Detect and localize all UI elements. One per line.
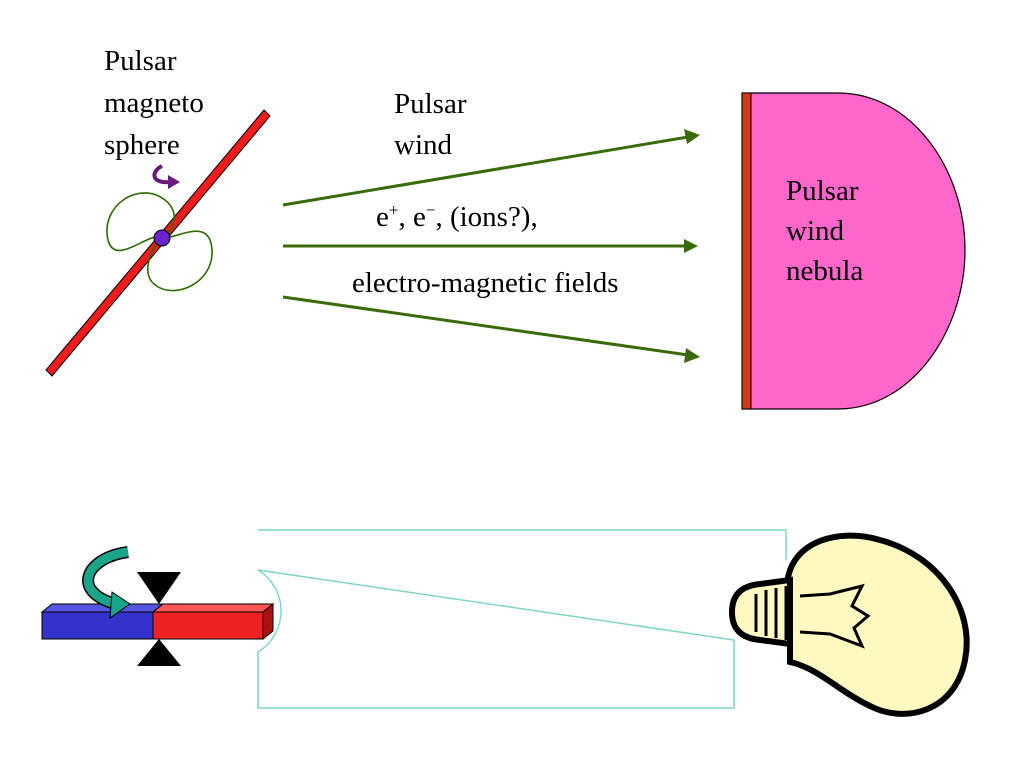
fields-label: electro-magnetic fields: [352, 267, 619, 299]
pulsar-label-line1: Pulsar: [104, 45, 177, 77]
wind-label-line2: wind: [394, 129, 452, 161]
separator: ,: [398, 201, 413, 233]
minus-sign: −: [425, 200, 436, 220]
light-bulb-icon: [728, 532, 970, 717]
electron-symbol-2: e: [412, 201, 426, 233]
wind-label-line1: Pulsar: [394, 88, 467, 120]
ions-text: , (ions?),: [435, 201, 538, 233]
pulsar-label-line3: sphere: [104, 129, 180, 161]
nebula-label-line3: nebula: [786, 255, 864, 287]
plus-sign: +: [388, 200, 399, 220]
wind-arrow-middle: [283, 239, 698, 253]
pivot-top-icon: [137, 572, 181, 604]
electron-symbol: e: [376, 201, 389, 233]
rotation-arrow-icon: [152, 164, 180, 189]
nebula-termination-shock: [741, 92, 752, 410]
bar-magnet: [40, 602, 275, 641]
particles-label: e+, e−, (ions?),: [376, 200, 538, 234]
nebula-label-line2: wind: [786, 215, 844, 247]
pivot-bottom-icon: [137, 639, 181, 666]
wind-arrow-top: [282, 129, 700, 207]
nebula-shape: [741, 92, 966, 410]
nebula-label-line1: Pulsar: [786, 175, 859, 207]
pulsar-label-line2: magneto: [104, 87, 204, 119]
circuit-wire: [257, 529, 787, 709]
wind-arrow-bottom: [282, 295, 700, 363]
field-loop-lower: [147, 230, 213, 292]
magnet-rotation-arrow-icon: [82, 546, 131, 620]
field-loop-upper: [106, 192, 175, 252]
neutron-star: [153, 229, 171, 247]
